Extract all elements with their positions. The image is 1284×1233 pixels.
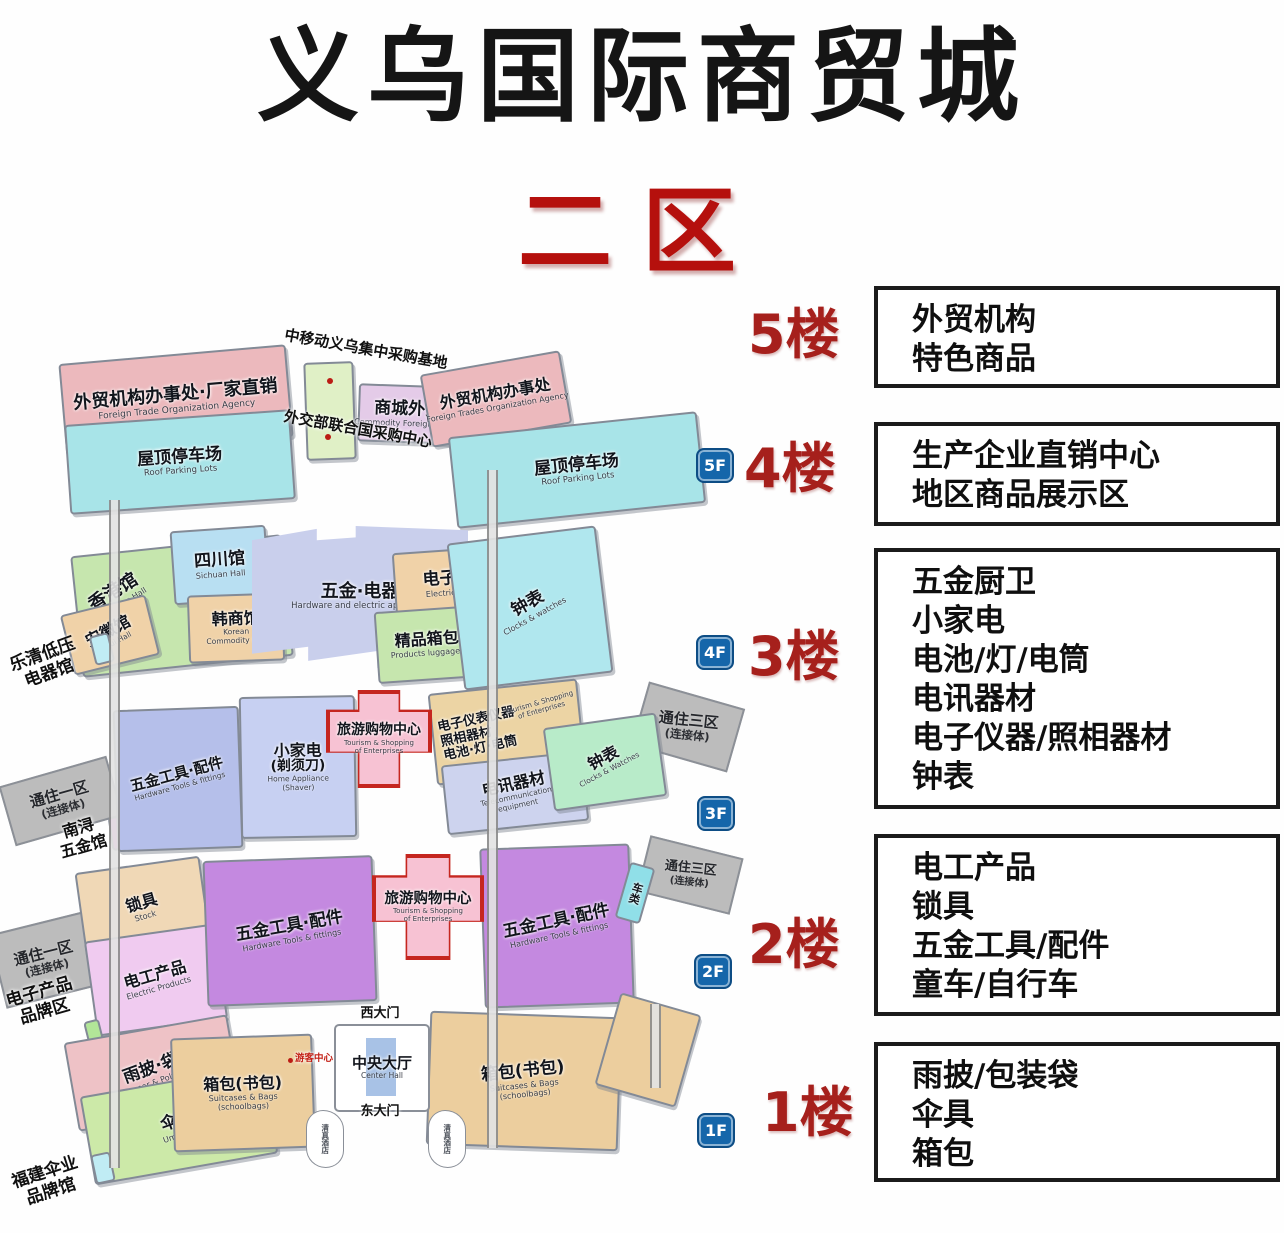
floor-label-3: 3楼 xyxy=(748,625,840,688)
slab-sublabel: of Enterprises xyxy=(354,746,404,755)
legend-line: 钟表 xyxy=(912,759,974,795)
legend-line: 锁具 xyxy=(912,889,974,925)
cloud-label: 清真酒店 xyxy=(442,1124,452,1154)
legend-box-3f: 五金厨卫 小家电 电池/灯/电筒 电讯器材 电子仪器/照相器材 钟表 xyxy=(874,548,1280,809)
floor-badge-5f: 5F xyxy=(696,448,734,483)
legend-line: 五金厨卫 xyxy=(912,564,1036,600)
map-dot xyxy=(327,378,333,384)
legend-line: 电池/灯/电筒 xyxy=(912,642,1090,678)
label-east-gate: 东大门 xyxy=(360,1104,400,1119)
legend-line: 小家电 xyxy=(912,603,1005,639)
floor-badge-3f: 3F xyxy=(697,796,735,831)
slab-sublabel: (Shaver) xyxy=(282,782,315,793)
label-visitor-center: 游客中心 xyxy=(295,1053,334,1064)
slab-label: 旅游购物中心 xyxy=(384,890,472,907)
pillar-right xyxy=(487,470,498,1148)
label-fujian-umbrella-hall: 福建伞业 品牌馆 xyxy=(0,1149,98,1216)
pillar-right-short xyxy=(650,1004,661,1088)
slab-label: 五金·电器 xyxy=(320,581,400,603)
map-dot xyxy=(325,434,331,440)
slab-4f-clocks: 钟表 Clocks & watches xyxy=(446,525,614,691)
slab-5f-roof-parking-left: 屋顶停车场 Roof Parking Lots xyxy=(64,409,296,515)
legend-line: 童车/自行车 xyxy=(912,967,1079,1003)
legend-line: 外贸机构 xyxy=(912,302,1036,338)
slab-sublabel: Tourism & Shopping xyxy=(393,907,463,916)
slab-label: 旅游购物中心 xyxy=(337,722,421,739)
floor-badge-2f: 2F xyxy=(694,954,732,989)
legend-line: 箱包 xyxy=(912,1136,974,1172)
label-cmcc-purchase-base: 中移动义乌集中采购基地 xyxy=(283,325,449,373)
slab-sublabel: of Enterprises xyxy=(403,915,453,924)
cloud-annotation-right: 清真酒店 xyxy=(428,1110,466,1168)
slab-3f-hardware-tools: 五金工具·配件 Hardware Tools & fittings xyxy=(112,705,244,853)
label-yueqing-lowvoltage-hall: 乐清低压 电器馆 xyxy=(0,629,98,700)
legend-line: 雨披/包装袋 xyxy=(912,1058,1079,1094)
slab-sublabel: (schoolbags) xyxy=(217,1101,270,1112)
legend-line: 电讯器材 xyxy=(912,681,1036,717)
district-subtitle: 二区 xyxy=(517,178,766,287)
legend-box-1f: 雨披/包装袋 伞具 箱包 xyxy=(874,1042,1280,1182)
slab-label: 车类 xyxy=(626,880,645,906)
slab-3f-tourism-shopping-center: 旅游购物中心 Tourism & Shopping of Enterprises xyxy=(326,690,432,788)
center-hall: 中央大厅 Center Hall xyxy=(334,1024,430,1112)
floor-label-4: 4楼 xyxy=(744,437,836,500)
legend-box-4f: 生产企业直销中心 地区商品展示区 xyxy=(874,422,1280,526)
hall-label: 中央大厅 xyxy=(351,1054,412,1073)
page-title: 义乌国际商贸城 xyxy=(257,18,1027,137)
legend-line: 电工产品 xyxy=(912,850,1036,886)
visitor-center-dot xyxy=(288,1058,293,1063)
slab-2f-hardware-tools-left: 五金工具·配件 Hardware Tools & fittings xyxy=(202,855,378,1007)
floor-label-1: 1楼 xyxy=(762,1081,854,1144)
legend-line: 地区商品展示区 xyxy=(912,477,1129,513)
floor-label-5: 5楼 xyxy=(748,303,840,366)
cloud-annotation-left: 清真酒店 xyxy=(306,1110,344,1168)
legend-box-5f: 外贸机构 特色商品 xyxy=(874,286,1280,388)
legend-line: 电子仪器/照相器材 xyxy=(912,720,1172,756)
floor-badge-4f: 4F xyxy=(696,635,734,670)
floor-badge-1f: 1F xyxy=(697,1113,735,1148)
floor-label-2: 2楼 xyxy=(748,913,840,976)
slab-sublabel: Sichuan Hall xyxy=(195,568,246,581)
legend-box-2f: 电工产品 锁具 五金工具/配件 童车/自行车 xyxy=(874,834,1280,1016)
legend-line: 五金工具/配件 xyxy=(912,928,1110,964)
pillar-left xyxy=(109,500,120,1168)
hall-core xyxy=(366,1038,396,1096)
slab-sublabel: Tourism & Shopping xyxy=(344,738,414,747)
slab-2f-tourism-shopping-center: 旅游购物中心 Tourism & Shopping of Enterprises xyxy=(372,854,484,960)
slab-1f-bags-left: 箱包(书包) Suitcases & Bags (schoolbags) xyxy=(170,1033,316,1153)
slab-2f-hardware-tools-right: 五金工具·配件 Hardware Tools & fittings xyxy=(479,843,635,1009)
cloud-label: 清真酒店 xyxy=(320,1124,330,1154)
label-west-gate: 西大门 xyxy=(360,1006,400,1021)
legend-line: 特色商品 xyxy=(912,341,1036,377)
slab-sublabel: Hardware and electric appliance xyxy=(291,601,429,612)
legend-line: 生产企业直销中心 xyxy=(912,438,1160,474)
hall-sublabel: Center Hall xyxy=(360,1071,404,1081)
legend-line: 伞具 xyxy=(912,1097,974,1133)
slab-3f-clocks: 钟表 Clocks & Watches xyxy=(542,712,668,812)
